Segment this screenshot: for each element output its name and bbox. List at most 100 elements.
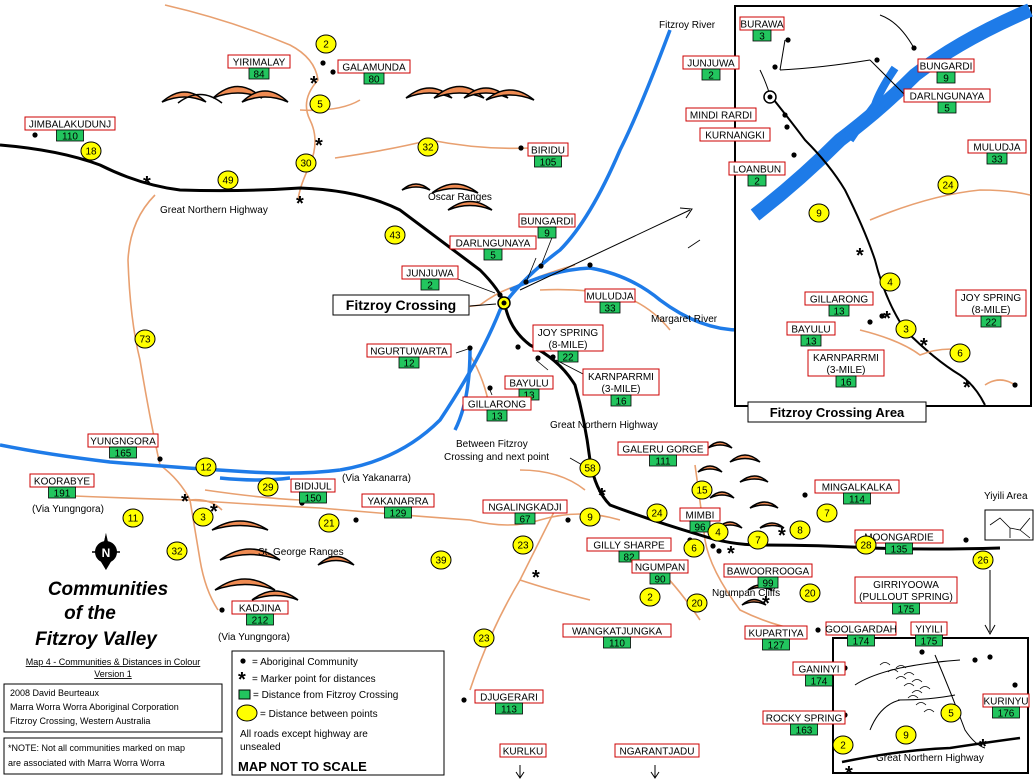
map-text: Fitzroy River Margaret River Great North… bbox=[32, 20, 1028, 764]
legend-community-dot bbox=[240, 658, 246, 664]
community-name: JOY SPRING bbox=[538, 328, 599, 339]
distance-from-fitzroy: 3 bbox=[759, 32, 765, 43]
svg-text:= Distance from Fitzroy Crossi: = Distance from Fitzroy Crossing bbox=[253, 690, 398, 701]
distance-from-fitzroy: 80 bbox=[368, 75, 380, 86]
distance-point-p12: 12 bbox=[195, 457, 217, 477]
distance-point-p21: 21 bbox=[318, 513, 340, 533]
distance-box bbox=[537, 226, 557, 239]
svg-text:Fitzroy Crossing Area: Fitzroy Crossing Area bbox=[770, 405, 905, 420]
yiyili-highway-label: Great Northern Highway bbox=[876, 753, 984, 764]
distance-point-y-p2: 2 bbox=[832, 735, 854, 755]
community-name-sub: (PULLOUT SPRING) bbox=[859, 592, 953, 603]
distance-from-fitzroy: 84 bbox=[253, 70, 265, 81]
svg-text:*: * bbox=[315, 135, 323, 157]
community-name: DARLNGUNAYA bbox=[456, 239, 531, 250]
distance-value: 6 bbox=[691, 544, 697, 555]
community-name: MULUDJA bbox=[586, 292, 634, 303]
community-name: BAWOORROOGA bbox=[727, 567, 810, 578]
distance-box bbox=[420, 278, 440, 291]
community-name: BIDIJUL bbox=[294, 482, 332, 493]
distance-box bbox=[398, 356, 420, 369]
distance-box bbox=[486, 409, 508, 422]
yiyili-area-inset: * * bbox=[832, 637, 1029, 783]
distance-value: 32 bbox=[171, 547, 183, 558]
distance-from-fitzroy: 212 bbox=[252, 616, 269, 627]
distance-point-i-p3: 3 bbox=[895, 319, 917, 339]
yiyili-area-label: Yiyili Area bbox=[984, 491, 1028, 502]
svg-text:*: * bbox=[778, 525, 786, 547]
distance-value: 8 bbox=[797, 526, 803, 537]
mountain-ranges bbox=[161, 85, 785, 606]
community-name: YAKANARRA bbox=[368, 497, 429, 508]
community-name: MINGALKALKA bbox=[822, 483, 893, 494]
distance-point-p2-top: 2 bbox=[315, 34, 337, 54]
distance-from-fitzroy: 22 bbox=[562, 353, 574, 364]
distance-point-p49: 49 bbox=[217, 170, 239, 190]
community-name: JUNJUWA bbox=[687, 59, 735, 70]
community-name: MIMBI bbox=[686, 511, 715, 522]
svg-text:are associated with Marra Worr: are associated with Marra Worra Worra bbox=[8, 758, 165, 768]
community-name: NGUMPAN bbox=[635, 563, 685, 574]
distance-value: 58 bbox=[584, 464, 596, 475]
distance-box bbox=[384, 506, 412, 519]
legend-distance-box-icon bbox=[238, 689, 251, 700]
distance-value: 15 bbox=[696, 486, 708, 497]
community-name: DARLNGUNAYA bbox=[910, 92, 985, 103]
distance-point-p6: 6 bbox=[683, 538, 705, 558]
community-name: KARNPARRMI bbox=[588, 372, 654, 383]
distance-from-fitzroy: 163 bbox=[796, 726, 813, 737]
distance-point-p8: 8 bbox=[789, 520, 811, 540]
community-name: KURINYU bbox=[983, 697, 1028, 708]
distance-from-fitzroy: 127 bbox=[768, 641, 785, 652]
distance-from-fitzroy: 99 bbox=[762, 579, 774, 590]
distance-box bbox=[805, 674, 833, 687]
distance-value: 73 bbox=[139, 335, 151, 346]
distance-from-fitzroy: 110 bbox=[62, 132, 78, 143]
distance-point-i-p9: 9 bbox=[808, 203, 830, 223]
community-name: GALERU GORGE bbox=[622, 445, 703, 456]
svg-text:Marra Worra Worra Aboriginal C: Marra Worra Worra Aboriginal Corporation bbox=[10, 702, 179, 712]
distance-from-fitzroy: 13 bbox=[833, 307, 845, 318]
between-points-label-2: Crossing and next point bbox=[444, 452, 549, 463]
distance-point-p30: 30 bbox=[295, 153, 317, 173]
via-yungngora-label-1: (Via Yungngora) bbox=[32, 504, 104, 515]
distance-box bbox=[790, 723, 818, 736]
map-title: Communities of the Fitzroy Valley bbox=[35, 579, 168, 650]
distance-from-fitzroy: 174 bbox=[853, 637, 870, 648]
svg-text:*: * bbox=[598, 485, 606, 507]
distance-value: 20 bbox=[804, 589, 816, 600]
distance-value: 24 bbox=[942, 181, 954, 192]
distance-value: 5 bbox=[317, 100, 323, 111]
community-name: BUNGARDI bbox=[521, 217, 574, 228]
distance-box bbox=[980, 315, 1002, 328]
svg-text:*: * bbox=[181, 491, 189, 513]
distance-point-p20-a: 20 bbox=[686, 593, 708, 613]
distance-point-p3: 3 bbox=[192, 507, 214, 527]
community-name: JUNJUWA bbox=[406, 269, 454, 280]
distance-value: 30 bbox=[300, 159, 312, 170]
distance-box bbox=[936, 71, 956, 84]
distance-value: 3 bbox=[200, 513, 206, 524]
community-name-sub: (8-MILE) bbox=[549, 340, 588, 351]
distance-value: 12 bbox=[200, 463, 212, 474]
svg-text:*: * bbox=[979, 736, 987, 758]
highway-label: Great Northern Highway bbox=[160, 205, 268, 216]
distance-from-fitzroy: 96 bbox=[694, 523, 706, 534]
distance-from-fitzroy: 33 bbox=[604, 304, 616, 315]
via-yungngora-label-2: (Via Yungngora) bbox=[218, 632, 290, 643]
distance-value: 11 bbox=[128, 514, 139, 525]
